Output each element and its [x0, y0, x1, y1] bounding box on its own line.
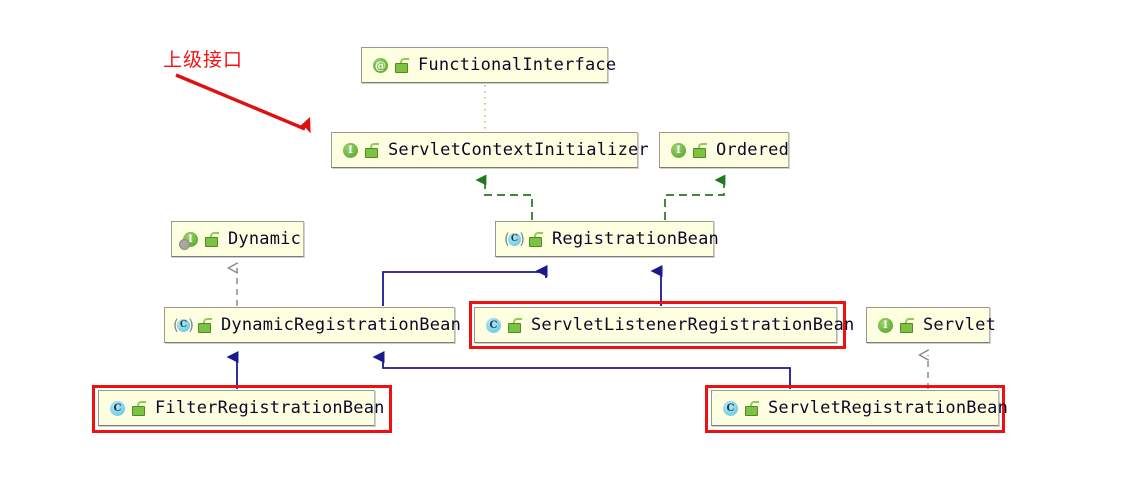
class-icon: C	[484, 316, 503, 335]
unlock-public-icon	[394, 57, 410, 73]
abstract-paren-left: (	[173, 315, 179, 334]
node-label: DynamicRegistrationBean	[221, 315, 462, 335]
edge-registration-bean-to-servlet-context-initializer	[475, 174, 533, 220]
abstract-class-icon: ( C )	[173, 315, 194, 335]
unlock-public-icon	[528, 231, 544, 247]
node-filter-registration-bean[interactable]: C FilterRegistrationBean	[98, 390, 384, 426]
class-glyph: C	[177, 318, 190, 332]
interface-icon: I	[341, 141, 360, 160]
node-servlet-context-initializer[interactable]: I ServletContextInitializer	[331, 132, 649, 168]
class-glyph: C	[486, 317, 501, 333]
abstract-paren-right: )	[188, 315, 194, 334]
edge-registration-bean-to-ordered	[664, 174, 726, 220]
nested-type-marker-icon	[179, 238, 190, 250]
node-label: ServletListenerRegistrationBean	[531, 315, 855, 335]
node-label: Ordered	[716, 140, 790, 160]
annotation-glyph: @	[373, 57, 388, 73]
class-glyph: C	[508, 232, 521, 246]
unlock-public-icon	[507, 317, 523, 333]
interface-icon: I	[179, 230, 200, 250]
node-label: Servlet	[923, 315, 997, 335]
annotation-icon: @	[371, 56, 390, 75]
annotation-label: 上级接口	[163, 49, 244, 71]
node-label: ServletContextInitializer	[388, 140, 649, 160]
abstract-class-icon: ( C )	[504, 229, 525, 249]
node-dynamic[interactable]: I Dynamic	[171, 221, 304, 257]
annotation-arrow	[175, 73, 311, 134]
class-glyph: C	[110, 400, 125, 416]
class-glyph: C	[723, 400, 738, 416]
interface-glyph: I	[878, 317, 893, 333]
edge-servlet-registration-bean-to-dynamic-registration-bean	[372, 351, 791, 389]
node-servlet-listener-registration-bean[interactable]: C ServletListenerRegistrationBean	[474, 307, 854, 343]
edge-dynamic-registration-bean-to-registration-bean	[382, 265, 548, 306]
node-ordered[interactable]: I Ordered	[659, 132, 789, 168]
abstract-paren-right: )	[519, 229, 525, 248]
interface-glyph: I	[343, 142, 358, 158]
unlock-public-icon	[744, 400, 760, 416]
interface-icon: I	[669, 141, 688, 160]
node-registration-bean[interactable]: ( C ) RegistrationBean	[495, 221, 719, 257]
node-label: FunctionalInterface	[418, 55, 617, 75]
interface-icon: I	[876, 316, 895, 335]
unlock-public-icon	[899, 317, 915, 333]
interface-glyph: I	[671, 142, 686, 158]
node-servlet-registration-bean[interactable]: C ServletRegistrationBean	[711, 390, 1008, 426]
unlock-public-icon	[197, 317, 213, 333]
class-icon: C	[721, 399, 740, 418]
node-label: Dynamic	[228, 229, 302, 249]
node-label: RegistrationBean	[552, 229, 719, 249]
node-label: FilterRegistrationBean	[155, 398, 385, 418]
node-dynamic-registration-bean[interactable]: ( C ) DynamicRegistrationBean	[164, 307, 461, 343]
node-servlet[interactable]: I Servlet	[866, 307, 996, 343]
abstract-paren-left: (	[504, 229, 510, 248]
unlock-public-icon	[364, 142, 380, 158]
node-functional-interface[interactable]: @ FunctionalInterface	[361, 47, 616, 83]
unlock-public-icon	[204, 231, 220, 247]
unlock-public-icon	[692, 142, 708, 158]
node-label: ServletRegistrationBean	[768, 398, 1009, 418]
unlock-public-icon	[131, 400, 147, 416]
class-icon: C	[108, 399, 127, 418]
